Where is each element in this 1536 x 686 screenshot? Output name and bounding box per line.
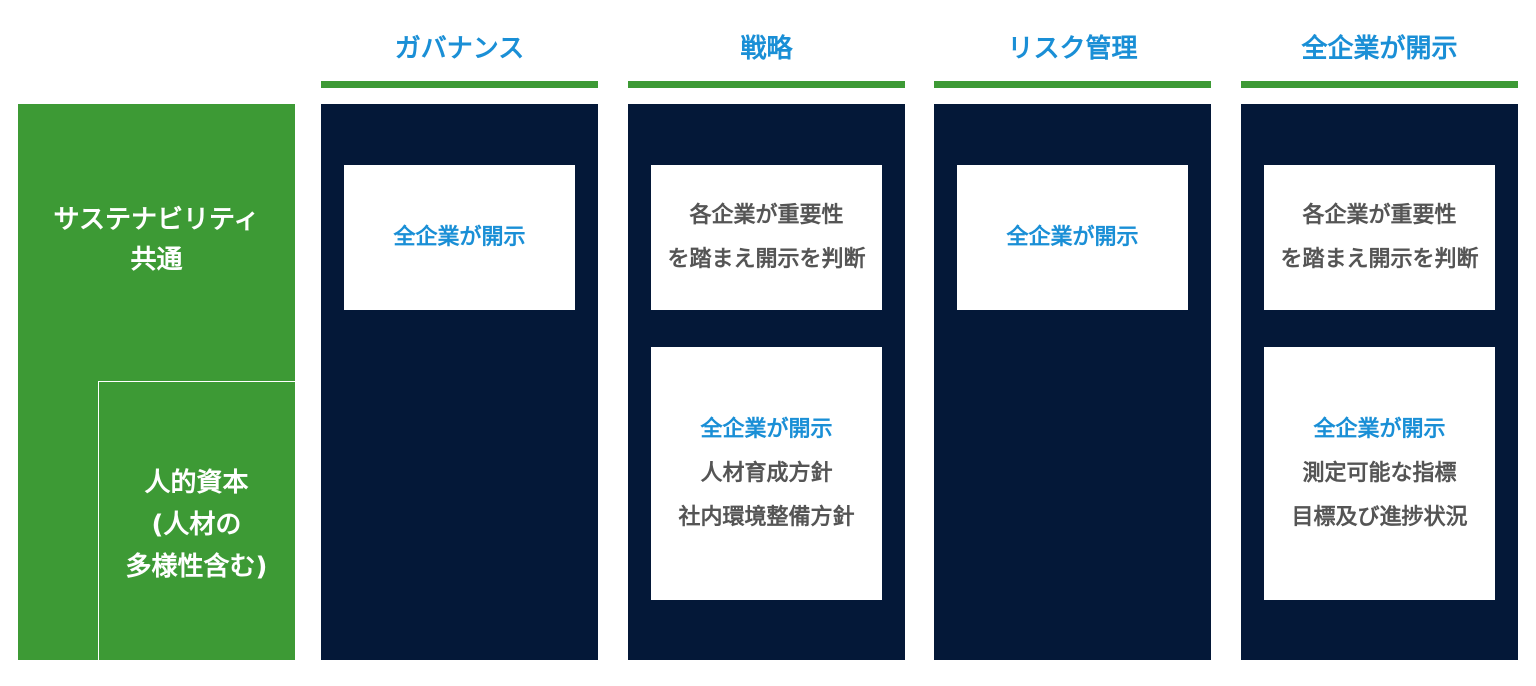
card-strategy-sustainability-line2: を踏まえ開示を判断 — [667, 246, 866, 272]
header-risk-management: リスク管理 — [1007, 33, 1138, 64]
row-label-sustainability-line2: 共通 — [130, 245, 183, 275]
card-metrics-sustainability: 各企業が重要性 を踏まえ開示を判断 — [1264, 165, 1495, 310]
header-rule-metrics — [1241, 81, 1518, 88]
card-metrics-sustainability-line1: 各企業が重要性 — [1302, 202, 1457, 228]
row-label-human-capital-line2: (人材の — [151, 510, 242, 540]
card-strategy-sustainability-line1: 各企業が重要性 — [689, 202, 844, 228]
row-human-capital-block — [98, 381, 295, 660]
header-metrics: 全企業が開示 — [1301, 33, 1458, 64]
row-label-sustainability: サステナビリティ 共通 — [18, 190, 295, 290]
card-strategy-human-capital-line1: 全企業が開示 — [700, 416, 833, 442]
row-label-sustainability-line1: サステナビリティ — [53, 205, 260, 235]
header-rule-strategy — [628, 81, 905, 88]
card-metrics-sustainability-line2: を踏まえ開示を判断 — [1280, 246, 1479, 272]
header-strategy: 戦略 — [740, 33, 793, 64]
card-strategy-human-capital: 全企業が開示 人材育成方針 社内環境整備方針 — [651, 347, 882, 600]
card-risk-sustainability: 全企業が開示 — [957, 165, 1188, 310]
row-label-human-capital-line1: 人的資本 — [144, 468, 249, 498]
card-metrics-human-capital-line1: 全企業が開示 — [1313, 416, 1446, 442]
row-label-human-capital: 人的資本 (人材の 多様性含む) — [98, 455, 295, 595]
header-governance: ガバナンス — [394, 33, 525, 64]
card-governance-sustainability-line1: 全企業が開示 — [393, 224, 526, 250]
card-metrics-human-capital-line2: 測定可能な指標 — [1302, 460, 1457, 486]
card-strategy-human-capital-line3: 社内環境整備方針 — [678, 504, 855, 530]
card-risk-sustainability-line1: 全企業が開示 — [1006, 224, 1139, 250]
card-metrics-human-capital-line3: 目標及び進捗状況 — [1291, 504, 1468, 530]
card-governance-sustainability: 全企業が開示 — [344, 165, 575, 310]
header-rule-risk-management — [934, 81, 1211, 88]
header-rule-governance — [321, 81, 598, 88]
row-label-human-capital-line3: 多様性含む) — [125, 552, 268, 582]
card-strategy-human-capital-line2: 人材育成方針 — [700, 460, 833, 486]
card-strategy-sustainability: 各企業が重要性 を踏まえ開示を判断 — [651, 165, 882, 310]
card-metrics-human-capital: 全企業が開示 測定可能な指標 目標及び進捗状況 — [1264, 347, 1495, 600]
